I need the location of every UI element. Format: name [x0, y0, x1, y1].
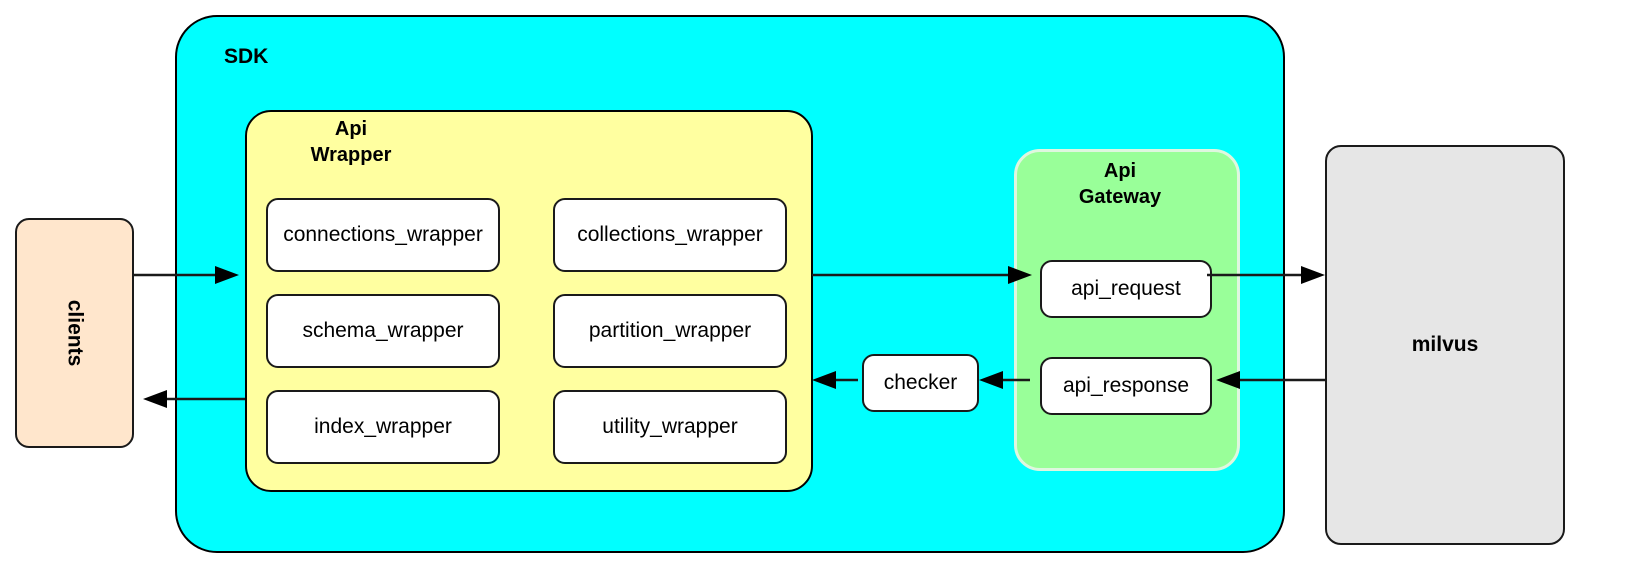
module-label: index_wrapper [314, 415, 452, 438]
module-index-wrapper[interactable]: index_wrapper [266, 390, 500, 464]
module-label: schema_wrapper [302, 319, 464, 342]
module-collections-wrapper[interactable]: collections_wrapper [553, 198, 787, 272]
api-wrapper-title-line1: Api [334, 118, 368, 140]
milvus-node[interactable]: milvus [1325, 145, 1565, 545]
api-gateway-container[interactable]: Api Gateway api_request api_response [1014, 149, 1240, 471]
api-request-node[interactable]: api_request [1040, 260, 1212, 318]
api-wrapper-title: Api Wrapper [261, 117, 441, 168]
api-response-label: api_response [1062, 374, 1190, 397]
clients-node[interactable]: clients [15, 218, 134, 448]
module-label: connections_wrapper [283, 223, 483, 246]
checker-node[interactable]: checker [862, 354, 979, 412]
module-connections-wrapper[interactable]: connections_wrapper [266, 198, 500, 272]
sdk-container[interactable]: SDK Api Wrapper connections_wrapper coll… [175, 15, 1285, 553]
milvus-label: milvus [1411, 333, 1479, 356]
api-gateway-title: Api Gateway [1027, 159, 1213, 210]
module-label: utility_wrapper [602, 415, 738, 438]
api-response-node[interactable]: api_response [1040, 357, 1212, 415]
api-wrapper-container[interactable]: Api Wrapper connections_wrapper collecti… [245, 110, 813, 492]
api-wrapper-title-line2: Wrapper [310, 143, 392, 166]
api-gateway-title-line1: Api [1103, 160, 1137, 182]
api-request-label: api_request [1071, 277, 1181, 300]
module-partition-wrapper[interactable]: partition_wrapper [553, 294, 787, 368]
module-utility-wrapper[interactable]: utility_wrapper [553, 390, 787, 464]
checker-label: checker [883, 371, 958, 394]
sdk-title: SDK [224, 45, 269, 68]
module-schema-wrapper[interactable]: schema_wrapper [266, 294, 500, 368]
module-label: partition_wrapper [588, 319, 752, 342]
api-gateway-title-line2: Gateway [1078, 185, 1162, 208]
module-label: collections_wrapper [577, 223, 763, 246]
clients-label: clients [63, 299, 87, 367]
